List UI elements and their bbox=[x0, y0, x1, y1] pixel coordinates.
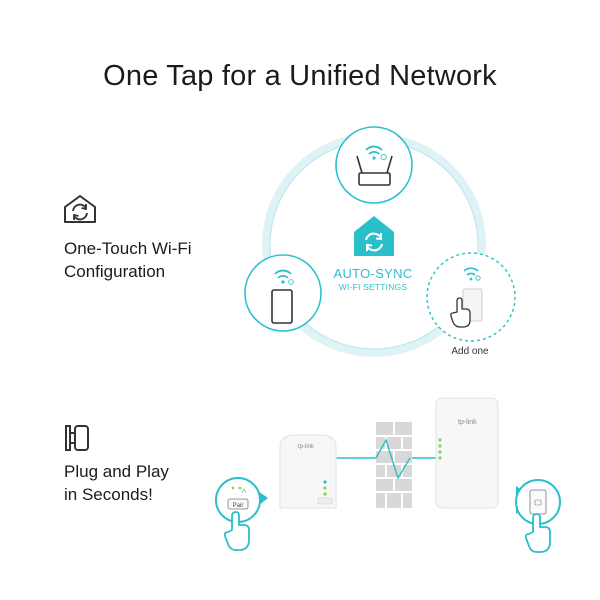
router-icon bbox=[356, 155, 393, 186]
access-point-device: tp-link bbox=[435, 397, 499, 509]
brand-logo: tp-link bbox=[298, 444, 315, 450]
auto-sync-house-icon bbox=[354, 216, 394, 256]
feature-line: One-Touch Wi-Fi bbox=[64, 239, 192, 258]
house-sync-icon bbox=[64, 195, 96, 223]
extender-icon bbox=[271, 289, 293, 324]
feature-line: in Seconds! bbox=[64, 485, 153, 504]
router-node bbox=[335, 126, 413, 204]
extender-device: tp-link bbox=[279, 434, 337, 509]
add-one-label: Add one bbox=[451, 346, 489, 357]
feature-label-wifi-config: One-Touch Wi-Fi Configuration bbox=[64, 237, 192, 283]
hand-pointer-icon bbox=[524, 513, 551, 553]
feature-line: Plug and Play bbox=[64, 462, 169, 481]
extender-node bbox=[244, 254, 322, 332]
pair-zoom-left bbox=[215, 477, 268, 551]
pair-label: Pair bbox=[233, 503, 244, 509]
wifi-icon bbox=[463, 267, 481, 281]
page-title: One Tap for a Unified Network bbox=[103, 60, 497, 92]
pair-zoom-right bbox=[515, 479, 561, 553]
feature-label-plug-play: Plug and Play in Seconds! bbox=[64, 460, 169, 506]
pair-button[interactable] bbox=[227, 498, 249, 510]
wifi-icon bbox=[274, 269, 294, 285]
auto-sync-label: AUTO-SYNC bbox=[333, 266, 413, 281]
wifi-icon bbox=[365, 145, 387, 161]
add-one-node bbox=[426, 252, 516, 342]
plug-icon bbox=[65, 425, 89, 451]
brand-logo: tp-link bbox=[458, 419, 477, 426]
hand-pointer-icon bbox=[223, 511, 250, 551]
access-point-icon bbox=[529, 489, 547, 515]
wifi-settings-label: WI-FI SETTINGS bbox=[338, 282, 408, 292]
hand-pointer-icon bbox=[450, 297, 471, 328]
feature-line: Configuration bbox=[64, 262, 166, 281]
